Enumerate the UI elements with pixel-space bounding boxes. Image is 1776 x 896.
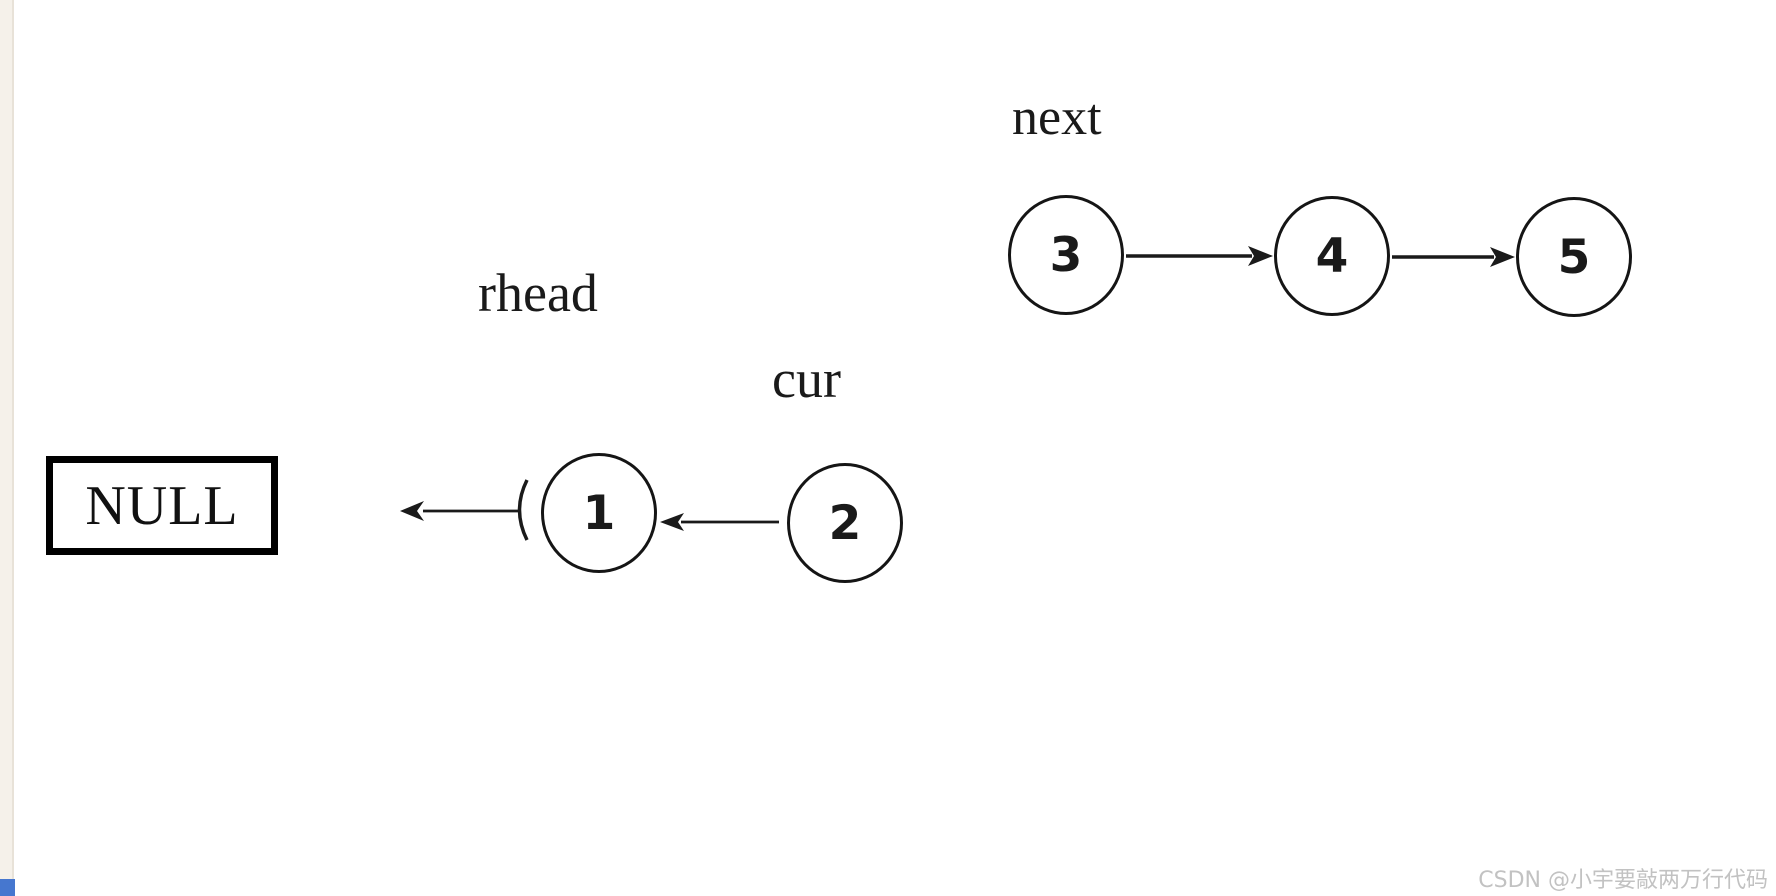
- list-node-4: 4: [1274, 196, 1390, 316]
- label-next-pointer: next: [1012, 89, 1102, 146]
- list-node-1-value: 1: [582, 485, 616, 541]
- list-node-5: 5: [1516, 197, 1632, 317]
- list-node-2-value: 2: [828, 495, 862, 551]
- bottom-left-blue-fragment: [0, 879, 15, 896]
- list-node-2: 2: [787, 463, 903, 583]
- arrow-3-to-4-icon: [1126, 246, 1273, 266]
- arrow-4-to-5-icon: [1392, 247, 1515, 267]
- list-node-1: 1: [541, 453, 657, 573]
- null-box-label: NULL: [85, 474, 239, 537]
- list-node-3: 3: [1008, 195, 1124, 315]
- label-cur-pointer: cur: [772, 349, 841, 409]
- list-node-3-value: 3: [1049, 227, 1083, 283]
- null-box: NULL: [46, 456, 278, 555]
- arrow-1-to-null-icon: [400, 479, 529, 541]
- arrow-2-to-1-icon: [660, 513, 779, 531]
- list-node-5-value: 5: [1557, 229, 1591, 285]
- arrow-tail-tick: [517, 479, 529, 541]
- csdn-watermark: CSDN @小宇要敲两万行代码: [1478, 868, 1768, 893]
- list-node-4-value: 4: [1315, 228, 1349, 284]
- page-left-margin: [0, 0, 14, 896]
- label-rhead-pointer: rhead: [478, 263, 598, 323]
